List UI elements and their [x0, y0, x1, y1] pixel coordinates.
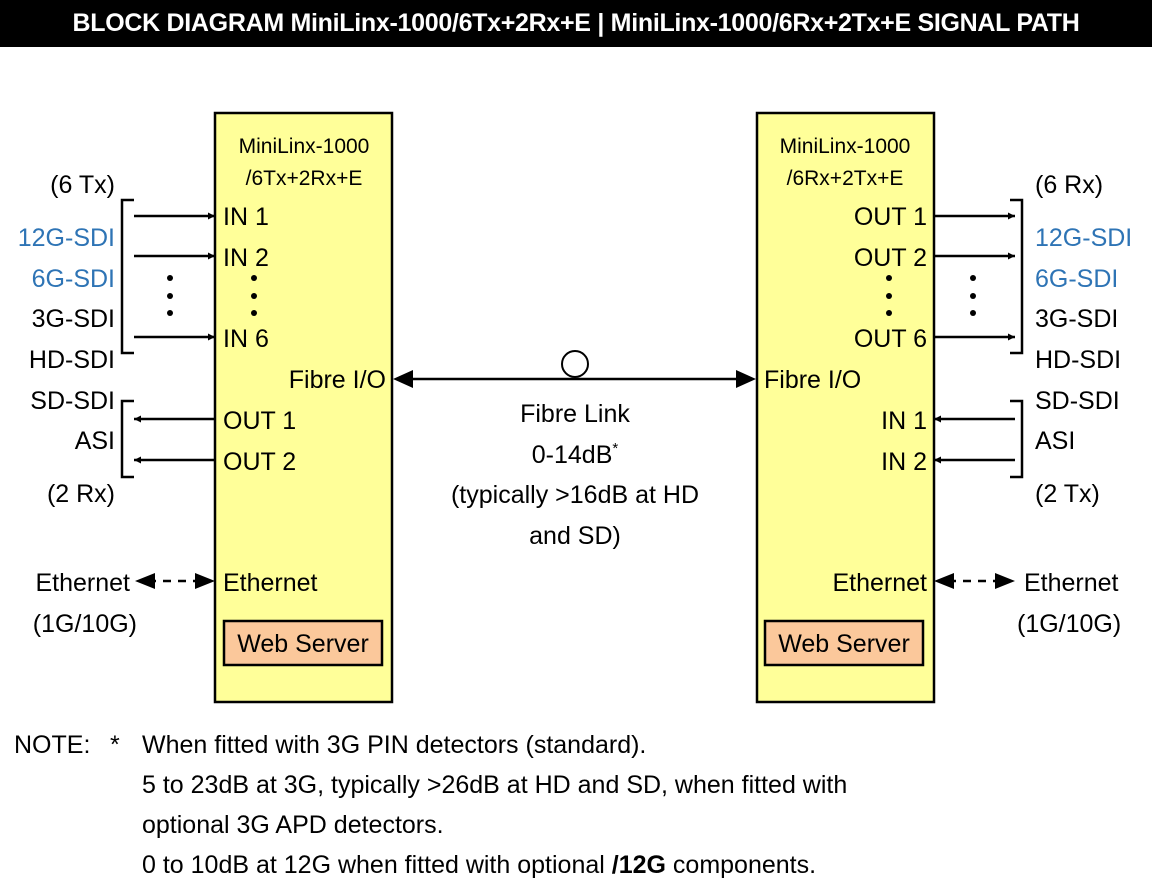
tx-output-1: OUT 1: [223, 407, 296, 435]
fibre-arrowhead-right: [736, 370, 756, 388]
right-format-sd: SD-SDI: [1035, 387, 1120, 415]
block-diagram: MiniLinx-1000 /6Tx+2Rx+E IN 1 IN 2 IN 6 …: [18, 111, 1132, 704]
rx-ethernet-port: Ethernet: [832, 569, 927, 597]
note-line-2: 5 to 23dB at 3G, typically >26dB at HD a…: [142, 771, 848, 799]
rx-output-1: OUT 1: [854, 203, 927, 231]
right-format-hd: HD-SDI: [1035, 346, 1121, 374]
right-format-12g: 12G-SDI: [1035, 224, 1132, 252]
left-outer-ellipsis: [167, 275, 173, 316]
left-format-12g: 12G-SDI: [18, 224, 115, 252]
rx-unit-box: [755, 111, 936, 704]
right-ethernet-arrowhead-right: [995, 573, 1015, 589]
rx-input-2: IN 2: [881, 448, 927, 476]
rx-input-1: IN 1: [881, 407, 927, 435]
left-rx-bracket: [120, 399, 134, 479]
rx-web-server-label: Web Server: [778, 630, 910, 658]
note-line-4-bold: /12G: [611, 851, 666, 879]
note-label: NOTE:: [14, 731, 91, 759]
rx-inner-ellipsis: [886, 275, 892, 316]
fibre-link-typical-cont: and SD): [529, 522, 621, 550]
left-ethernet-label: Ethernet: [35, 569, 130, 597]
tx-unit-box: [213, 111, 394, 704]
right-group-top-label: (6 Rx): [1035, 171, 1103, 199]
left-format-sd: SD-SDI: [30, 387, 115, 415]
left-group-top-label: (6 Tx): [50, 171, 115, 199]
tx-unit: MiniLinx-1000 /6Tx+2Rx+E IN 1 IN 2 IN 6 …: [213, 111, 394, 704]
note-line-4-suffix: components.: [665, 851, 817, 879]
fibre-link: Fibre Link 0-14dB* (typically >16dB at H…: [393, 350, 756, 550]
fibre-link-loss: 0-14dB*: [532, 440, 619, 469]
note-line-1: When fitted with 3G PIN detectors (stand…: [142, 731, 647, 759]
rx-output-2: OUT 2: [854, 244, 927, 272]
fibre-link-typical: (typically >16dB at HD: [451, 481, 699, 509]
tx-input-2: IN 2: [223, 244, 269, 272]
right-format-6g: 6G-SDI: [1035, 265, 1118, 293]
fibre-link-loss-footnote: *: [612, 440, 618, 457]
note-line-4-prefix: 0 to 10dB at 12G when fitted with option…: [142, 851, 612, 879]
tx-web-server-box: [222, 619, 384, 667]
left-format-6g: 6G-SDI: [32, 265, 115, 293]
note-marker: *: [110, 731, 120, 759]
right-rx-bracket: [1010, 198, 1024, 355]
tx-input-6: IN 6: [223, 325, 269, 353]
right-format-3g: 3G-SDI: [1035, 305, 1118, 333]
left-format-hd: HD-SDI: [29, 346, 115, 374]
tx-ethernet-port: Ethernet: [223, 569, 318, 597]
right-ethernet-label: Ethernet: [1024, 569, 1119, 597]
rx-unit: MiniLinx-1000 /6Rx+2Tx+E OUT 1 OUT 2 OUT…: [755, 111, 936, 704]
tx-inner-ellipsis: [251, 275, 257, 316]
left-ethernet-speed: (1G/10G): [33, 610, 137, 638]
rx-web-server-box: [763, 619, 925, 667]
left-format-3g: 3G-SDI: [32, 305, 115, 333]
tx-unit-name: MiniLinx-1000: [239, 135, 370, 158]
fibre-link-title: Fibre Link: [520, 400, 630, 428]
tx-input-1: IN 1: [223, 203, 269, 231]
rx-output-6: OUT 6: [854, 325, 927, 353]
right-format-asi: ASI: [1035, 427, 1075, 455]
left-group-bottom-label: (2 Rx): [47, 480, 115, 508]
rx-unit-name: MiniLinx-1000: [780, 135, 911, 158]
fibre-connector-icon: [561, 350, 589, 378]
right-io-labels: (6 Rx) 12G-SDI 6G-SDI 3G-SDI HD-SDI SD-S…: [1017, 171, 1132, 638]
right-ethernet-speed: (1G/10G): [1017, 610, 1121, 638]
tx-unit-model: /6Tx+2Rx+E: [246, 167, 363, 190]
left-ethernet-arrowhead-right: [195, 573, 215, 589]
tx-fibre-port: Fibre I/O: [289, 366, 386, 394]
left-ethernet-arrowhead-left: [135, 573, 155, 589]
rx-unit-model: /6Rx+2Tx+E: [787, 167, 904, 190]
right-tx-bracket: [1010, 399, 1024, 479]
rx-fibre-port: Fibre I/O: [764, 366, 861, 394]
left-tx-bracket: [120, 198, 134, 355]
tx-output-2: OUT 2: [223, 448, 296, 476]
note-line-3: optional 3G APD detectors.: [142, 811, 444, 839]
right-group-bottom-label: (2 Tx): [1035, 480, 1100, 508]
fibre-link-loss-value: 0-14dB: [532, 441, 613, 469]
diagram-title: BLOCK DIAGRAM MiniLinx-1000/6Tx+2Rx+E | …: [0, 0, 1152, 47]
right-outer-ellipsis: [970, 275, 976, 316]
left-io-labels: (6 Tx) 12G-SDI 6G-SDI 3G-SDI HD-SDI SD-S…: [18, 171, 137, 638]
fibre-arrowhead-left: [393, 370, 413, 388]
right-ethernet-arrowhead-left: [934, 573, 954, 589]
left-format-asi: ASI: [75, 427, 115, 455]
note-line-4: 0 to 10dB at 12G when fitted with option…: [142, 845, 816, 885]
tx-web-server-label: Web Server: [237, 630, 369, 658]
